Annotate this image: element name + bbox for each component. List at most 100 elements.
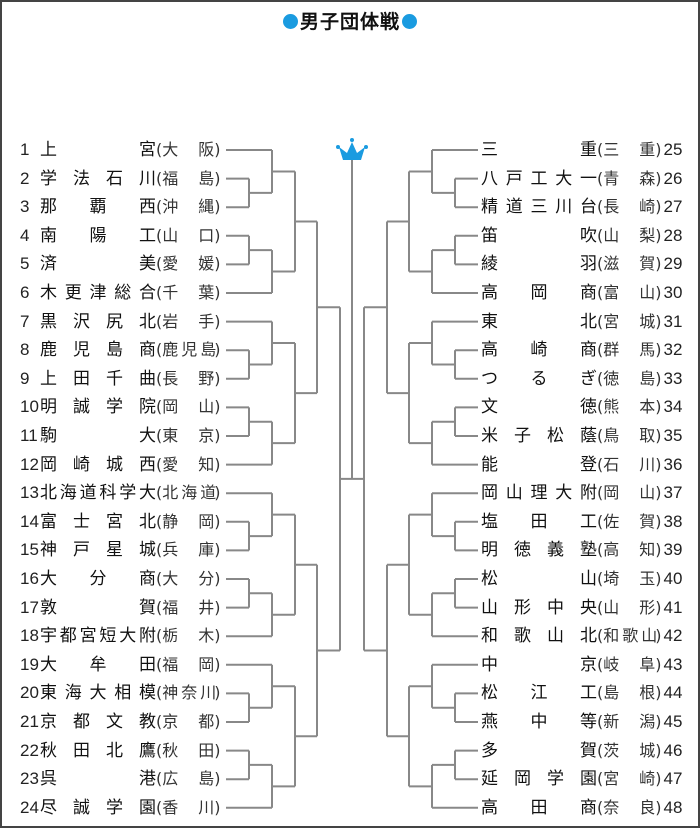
prefecture: (兵庫) bbox=[156, 540, 221, 560]
prefecture: (山口) bbox=[156, 225, 221, 245]
team-row: 14富士宮北(静岡) bbox=[20, 510, 221, 534]
school-name: 高田商 bbox=[481, 797, 597, 818]
prefecture: (宮崎) bbox=[597, 769, 662, 789]
prefecture: (鹿児島) bbox=[156, 340, 221, 360]
prefecture: (大阪) bbox=[156, 140, 221, 159]
seed-number: 13 bbox=[20, 483, 39, 503]
crown-jewel-center bbox=[350, 138, 354, 142]
school-name: 精道三川台 bbox=[481, 197, 597, 218]
team-row: 多賀(茨城)46 bbox=[481, 739, 688, 763]
seed-number: 12 bbox=[20, 454, 39, 474]
seed-number: 47 bbox=[663, 769, 683, 789]
prefecture: (福岡) bbox=[156, 654, 221, 674]
school-name: 京都文教 bbox=[40, 712, 156, 732]
team-row: つるぎ(徳島)33 bbox=[481, 367, 688, 391]
school-name: 富士宮北 bbox=[40, 511, 156, 532]
team-row: 高岡商(富山)30 bbox=[481, 281, 688, 305]
seed-number: 17 bbox=[20, 597, 39, 617]
prefecture: (愛媛) bbox=[156, 254, 221, 274]
seed-number: 24 bbox=[20, 797, 39, 817]
seed-number: 44 bbox=[663, 683, 683, 703]
school-name: 東海大相模 bbox=[40, 683, 156, 704]
school-name: 綾羽 bbox=[481, 254, 597, 275]
team-row: 三重(三重)25 bbox=[481, 138, 688, 162]
school-name: 高岡商 bbox=[481, 283, 597, 303]
seed-number: 40 bbox=[663, 569, 683, 588]
prefecture: (千葉) bbox=[156, 283, 221, 302]
school-name: 駒大 bbox=[40, 426, 156, 446]
seed-number: 31 bbox=[663, 311, 683, 331]
school-name: 松江工 bbox=[481, 683, 597, 704]
seed-number: 38 bbox=[663, 511, 683, 531]
team-row: 中京(岐阜)43 bbox=[481, 653, 688, 677]
prefecture: (宮城) bbox=[597, 311, 662, 331]
school-name: 秋田北鷹 bbox=[40, 740, 156, 761]
seed-number: 11 bbox=[20, 426, 38, 445]
prefecture: (佐賀) bbox=[597, 511, 662, 531]
school-name: 明徳義塾 bbox=[481, 540, 597, 561]
prefecture: (愛知) bbox=[156, 454, 221, 474]
school-name: 尽誠学園 bbox=[40, 797, 156, 818]
seed-number: 34 bbox=[663, 397, 683, 417]
crown-jewel-left bbox=[336, 145, 340, 149]
team-row: 燕中等(新潟)45 bbox=[481, 710, 688, 734]
prefecture: (香川) bbox=[156, 797, 221, 817]
team-row: 18宇都宮短大附(栃木) bbox=[20, 624, 221, 648]
school-name: 那覇西 bbox=[40, 197, 156, 218]
prefecture: (神奈川) bbox=[156, 683, 221, 703]
seed-number: 23 bbox=[20, 769, 39, 789]
team-row: 16大分商(大分) bbox=[20, 567, 221, 591]
seed-number: 26 bbox=[663, 168, 683, 188]
prefecture: (熊本) bbox=[597, 397, 662, 417]
school-name: 上田千曲 bbox=[40, 368, 156, 389]
school-name: 鹿児島商 bbox=[40, 340, 156, 361]
team-row: 21京都文教(京都) bbox=[20, 710, 221, 734]
school-name: 敦賀 bbox=[40, 597, 156, 618]
team-row: 20東海大相模(神奈川) bbox=[20, 681, 221, 705]
prefecture: (京都) bbox=[156, 712, 221, 731]
school-name: 神戸星城 bbox=[40, 540, 156, 561]
school-name: 笛吹 bbox=[481, 225, 597, 246]
seed-number: 29 bbox=[663, 254, 683, 274]
crown-jewel-right bbox=[364, 145, 368, 149]
school-name: 和歌山北 bbox=[481, 626, 597, 647]
school-name: 燕中等 bbox=[481, 712, 597, 732]
school-name: 岡崎城西 bbox=[40, 454, 156, 475]
prefecture: (青森) bbox=[597, 168, 662, 188]
seed-number: 2 bbox=[20, 168, 30, 188]
prefecture: (石川) bbox=[597, 454, 662, 474]
prefecture: (大分) bbox=[156, 569, 221, 588]
prefecture: (広島) bbox=[156, 769, 221, 789]
prefecture: (栃木) bbox=[156, 626, 221, 646]
page-title: 男子団体戦 bbox=[2, 10, 698, 34]
team-row: 17敦賀(福井) bbox=[20, 596, 221, 620]
school-name: 能登 bbox=[481, 454, 597, 475]
school-name: 木更津総合 bbox=[40, 283, 156, 303]
team-row: 笛吹(山梨)28 bbox=[481, 224, 688, 248]
seed-number: 19 bbox=[20, 654, 39, 674]
prefecture: (山形) bbox=[597, 597, 662, 617]
prefecture: (静岡) bbox=[156, 511, 221, 531]
bracket-line-group bbox=[226, 149, 478, 809]
seed-number: 41 bbox=[663, 597, 683, 617]
prefecture: (福井) bbox=[156, 597, 221, 617]
prefecture: (北海道) bbox=[156, 483, 221, 503]
school-name: 山形中央 bbox=[481, 597, 597, 618]
prefecture: (秋田) bbox=[156, 740, 221, 760]
prefecture: (三重) bbox=[597, 140, 662, 159]
team-row: 文徳(熊本)34 bbox=[481, 395, 688, 419]
school-name: 黒沢尻北 bbox=[40, 311, 156, 332]
title-text: 男子団体戦 bbox=[299, 11, 400, 33]
seed-number: 5 bbox=[20, 254, 30, 274]
team-row: 塩田工(佐賀)38 bbox=[481, 510, 688, 534]
school-name: 東北 bbox=[481, 311, 597, 332]
seed-number: 39 bbox=[663, 540, 683, 560]
school-name: 学法石川 bbox=[40, 168, 156, 189]
school-name: 岡山理大附 bbox=[481, 483, 597, 504]
